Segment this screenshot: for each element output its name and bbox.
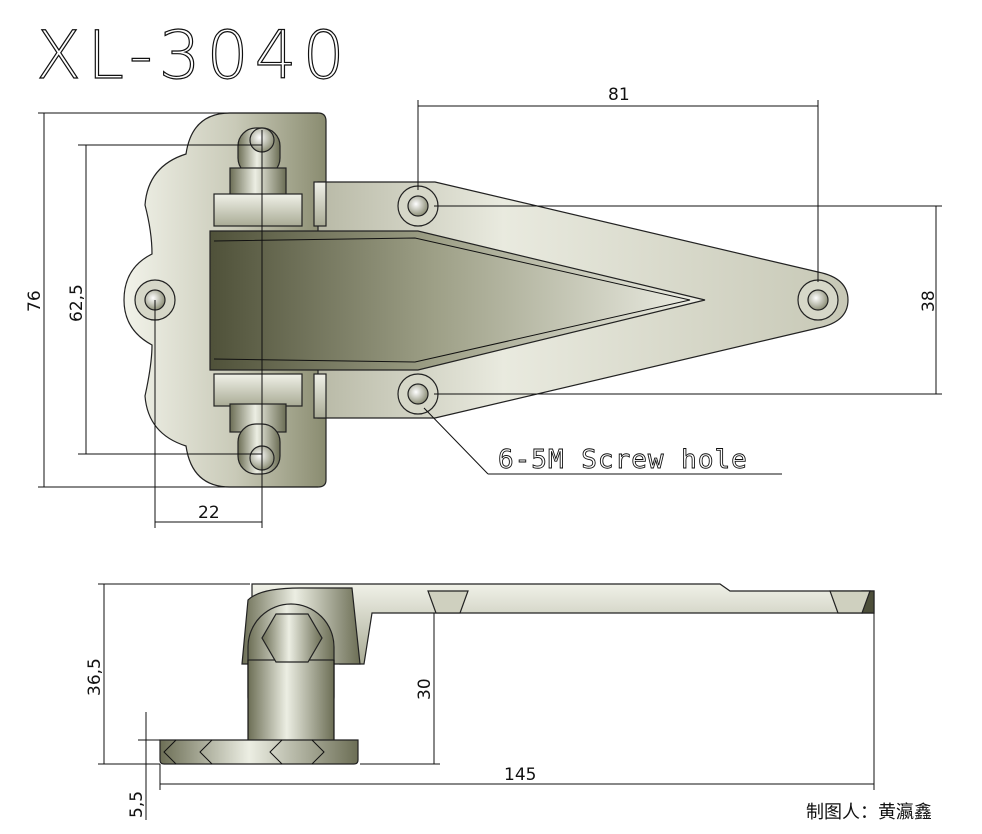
side-base: [159, 739, 359, 765]
dim-30: 30: [360, 613, 440, 765]
drawing-title: XL-3040: [36, 17, 351, 94]
screw-hole-callout: 6-5M Screw hole: [423, 407, 782, 475]
top-knuckle: [213, 127, 327, 227]
top-view: 81 38 76 62,5 22: [25, 85, 942, 528]
dim-label-30: 30: [415, 678, 435, 700]
dim-label-5-5: 5,5: [127, 791, 147, 818]
hex-nut: [261, 613, 323, 663]
dim-22: 22: [154, 130, 263, 528]
author-label: 制图人：黄瀛鑫: [806, 801, 932, 823]
dim-76: 76: [25, 112, 318, 488]
bottom-knuckle: [213, 373, 327, 475]
dim-label-145: 145: [504, 765, 536, 785]
side-view: 36,5 30 5,5 145: [85, 583, 875, 820]
dim-label-81: 81: [608, 85, 630, 105]
arm-groove: [209, 230, 706, 371]
dim-62-5: 62,5: [67, 144, 262, 455]
dim-label-76: 76: [25, 290, 45, 312]
callout-label: 6-5M Screw hole: [498, 445, 748, 475]
dim-label-22: 22: [198, 503, 220, 523]
dim-label-38: 38: [919, 290, 939, 312]
dim-38: 38: [434, 205, 942, 395]
dim-81: 81: [417, 85, 819, 282]
dim-145: 145: [159, 613, 875, 790]
dim-36-5: 36,5: [85, 583, 250, 765]
dim-label-36-5: 36,5: [85, 658, 105, 696]
dim-5-5: 5,5: [127, 712, 160, 820]
dim-label-62-5: 62,5: [67, 284, 87, 322]
